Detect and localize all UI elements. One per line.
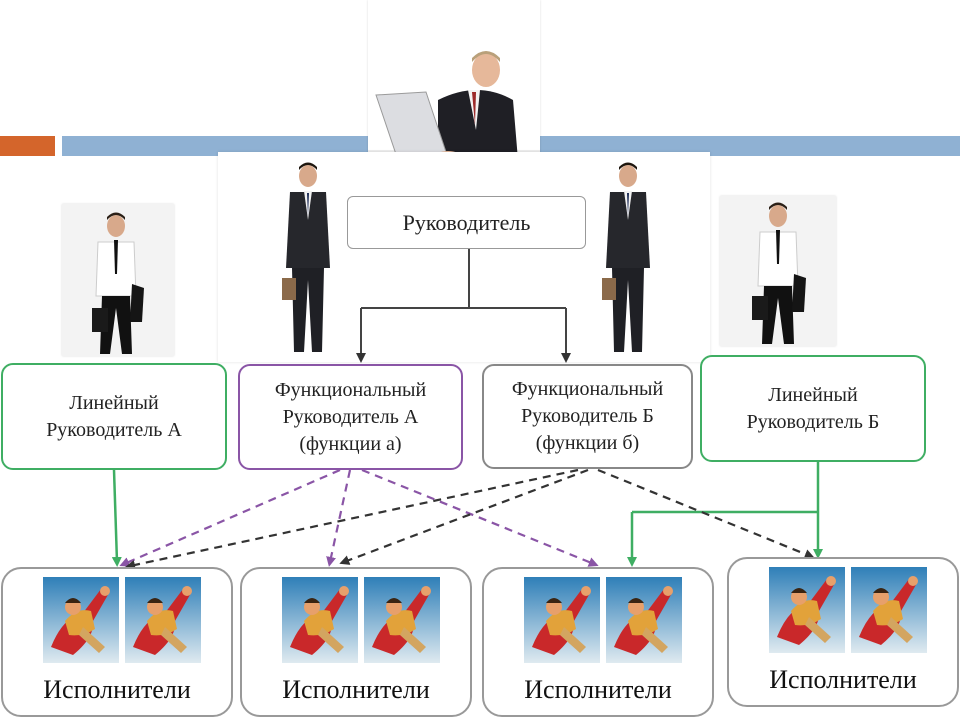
accent-bar-orange [0,136,55,156]
executors-group-4: Исполнители [727,557,959,707]
linear-manager-b-box: Линейный Руководитель Б [700,355,926,462]
functional-manager-a-label: Функциональный Руководитель А (функции а… [274,378,427,455]
functional-manager-a-box: Функциональный Руководитель А (функции а… [238,364,463,470]
superhero-icon [524,577,600,663]
executors-label: Исполнители [524,675,672,704]
functional-manager-b-box: Функциональный Руководитель Б (функции б… [482,364,693,469]
executors-label: Исполнители [769,665,917,694]
superhero-icon [769,567,845,653]
superhero-icon [282,577,358,663]
linear-b-photo [720,196,836,346]
linear-manager-b-label: Линейный Руководитель Б [746,383,880,433]
superhero-icon [851,567,927,653]
linear-manager-a-label: Линейный Руководитель А [46,391,182,441]
executors-group-2: Исполнители [240,567,472,717]
superhero-icon [43,577,119,663]
director-label: Руководитель [402,210,531,235]
superhero-icon [125,577,201,663]
superhero-icon [364,577,440,663]
functional-a-photo [278,160,340,358]
executors-group-1: Исполнители [1,567,233,717]
linear-manager-a-box: Линейный Руководитель А [1,363,227,470]
functional-b-photo [598,160,660,358]
executors-group-3: Исполнители [482,567,714,717]
executors-label: Исполнители [43,675,191,704]
superhero-icon [606,577,682,663]
linear-a-photo [62,204,174,356]
executors-label: Исполнители [282,675,430,704]
functional-manager-b-label: Функциональный Руководитель Б (функции б… [511,378,664,454]
director-box: Руководитель [347,196,586,249]
